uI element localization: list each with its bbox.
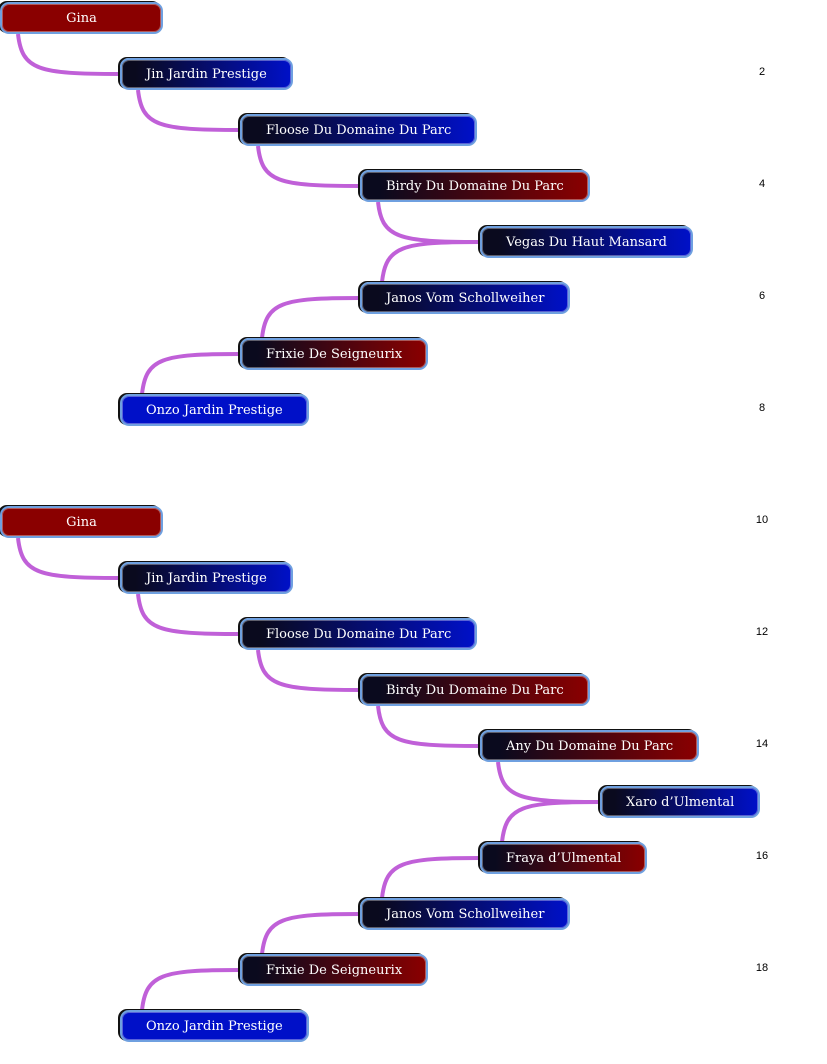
connector-line — [136, 593, 241, 636]
pedigree-node[interactable]: Floose Du Domaine Du Parc — [240, 618, 478, 650]
pedigree-node[interactable]: Jin Jardin Prestige — [120, 562, 293, 594]
pedigree-node[interactable]: Janos Vom Schollweiher — [360, 898, 571, 930]
connector-line — [376, 705, 481, 748]
connector-line — [140, 352, 241, 395]
pedigree-node[interactable]: Frixie De Seigneurix — [240, 338, 429, 370]
pedigree-node[interactable]: Gina — [0, 2, 163, 34]
connector-line — [376, 201, 481, 244]
row-number: 2 — [758, 66, 766, 78]
connector-line — [16, 33, 121, 76]
pedigree-node[interactable]: Fraya d’Ulmental — [480, 842, 648, 874]
row-number: 10 — [755, 514, 769, 526]
connector-line — [256, 145, 361, 188]
pedigree-node[interactable]: Jin Jardin Prestige — [120, 58, 293, 90]
connector-line — [496, 761, 601, 804]
connector-line — [500, 800, 601, 843]
row-number: 12 — [755, 626, 769, 638]
connector-line — [260, 912, 361, 955]
pedigree-node[interactable]: Janos Vom Schollweiher — [360, 282, 571, 314]
pedigree-node[interactable]: Frixie De Seigneurix — [240, 954, 429, 986]
connector-line — [260, 296, 361, 339]
row-number: 4 — [758, 178, 766, 190]
connector-line — [380, 240, 481, 283]
pedigree-node[interactable]: Birdy Du Domaine Du Parc — [360, 674, 590, 706]
connector-line — [256, 649, 361, 692]
pedigree-node[interactable]: Onzo Jardin Prestige — [120, 1010, 309, 1042]
pedigree-node[interactable]: Onzo Jardin Prestige — [120, 394, 309, 426]
row-number: 18 — [755, 962, 769, 974]
row-number: 8 — [758, 402, 766, 414]
pedigree-node[interactable]: Xaro d’Ulmental — [600, 786, 761, 818]
pedigree-node[interactable]: Vegas Du Haut Mansard — [480, 226, 693, 258]
pedigree-node[interactable]: Birdy Du Domaine Du Parc — [360, 170, 590, 202]
pedigree-node[interactable]: Gina — [0, 506, 163, 538]
connector-line — [380, 856, 481, 899]
row-number: 16 — [755, 850, 769, 862]
connector-line — [140, 968, 241, 1011]
connector-line — [16, 537, 121, 580]
pedigree-node[interactable]: Floose Du Domaine Du Parc — [240, 114, 478, 146]
connector-line — [136, 89, 241, 132]
row-number: 6 — [758, 290, 766, 302]
pedigree-node[interactable]: Any Du Domaine Du Parc — [480, 730, 700, 762]
row-number: 14 — [755, 738, 769, 750]
